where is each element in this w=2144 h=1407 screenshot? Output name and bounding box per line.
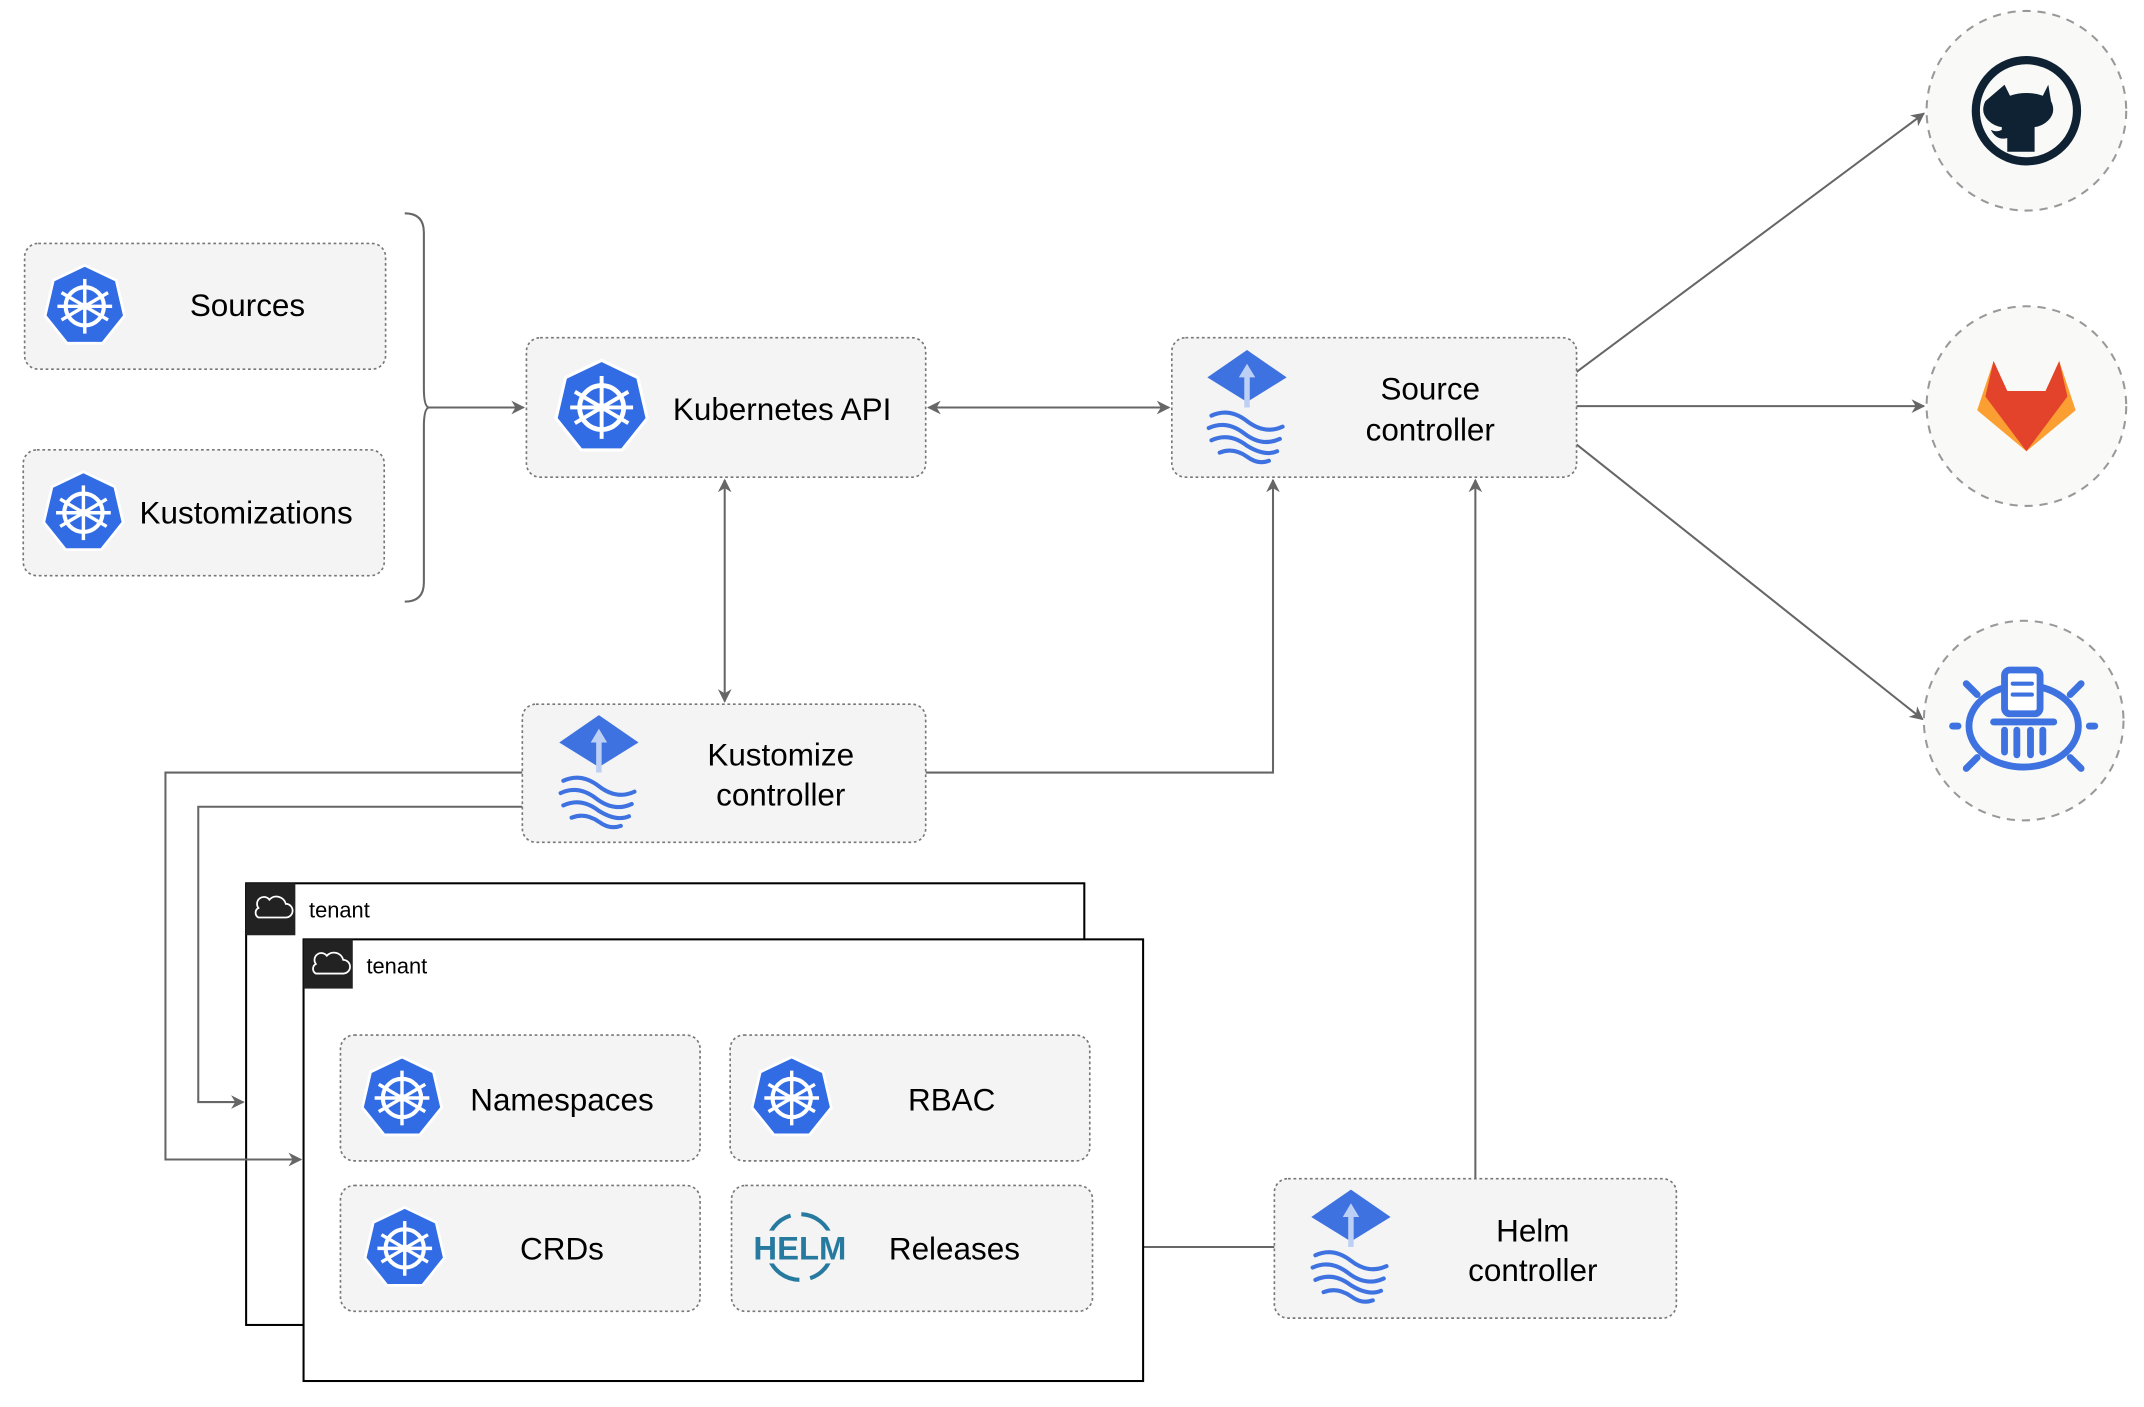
- sources-label: Sources: [190, 288, 305, 323]
- cloud-icon: [254, 895, 294, 919]
- brace-connector: [404, 212, 430, 603]
- arrow-source-to-github: [1575, 112, 1925, 373]
- source-controller-node[interactable]: Source controller: [1170, 336, 1578, 479]
- bucket-node[interactable]: [1922, 619, 2125, 822]
- helm-controller-node[interactable]: Helm controller: [1273, 1177, 1678, 1319]
- helm-controller-label: Helm: [1496, 1214, 1569, 1249]
- gitlab-icon: [1977, 360, 2076, 452]
- helm-controller-label: controller: [1468, 1253, 1597, 1288]
- github-node[interactable]: [1925, 9, 2128, 212]
- kustomizations-node[interactable]: Kustomizations: [22, 449, 386, 577]
- svg-text:HELM: HELM: [753, 1229, 846, 1266]
- namespaces-node[interactable]: Namespaces: [339, 1034, 701, 1162]
- cloud-icon: [312, 951, 351, 975]
- namespaces-label: Namespaces: [470, 1082, 653, 1117]
- tenant-label: tenant: [309, 897, 370, 922]
- sources-node[interactable]: Sources: [23, 242, 387, 371]
- helm-icon: HELM: [753, 1212, 847, 1282]
- kustomizations-label: Kustomizations: [140, 496, 353, 531]
- gitlab-node[interactable]: [1925, 305, 2128, 507]
- bucket-icon: [1949, 666, 2099, 772]
- rbac-label: RBAC: [908, 1082, 995, 1117]
- arrow-kustomize-to-source-controller: [925, 478, 1280, 774]
- tenant-label: tenant: [366, 954, 427, 979]
- source-controller-label: controller: [1366, 412, 1495, 447]
- kustomize-controller-label: controller: [716, 777, 845, 812]
- releases-node[interactable]: HELM Releases: [730, 1184, 1094, 1313]
- source-controller-label: Source: [1380, 371, 1480, 406]
- arrow-kustomize-to-tenant-back: [197, 805, 523, 1109]
- crds-label: CRDs: [520, 1231, 604, 1266]
- arrow-source-to-bucket: [1575, 443, 1924, 721]
- kubernetes-api-node[interactable]: Kubernetes API: [525, 336, 927, 479]
- kubernetes-api-label: Kubernetes API: [673, 392, 891, 427]
- kustomize-controller-label: Kustomize: [707, 738, 854, 773]
- rbac-node[interactable]: RBAC: [729, 1034, 1091, 1162]
- arrow-kustomize-to-tenant-front: [164, 771, 523, 1167]
- github-icon: [1971, 56, 2082, 166]
- releases-label: Releases: [889, 1231, 1020, 1266]
- kustomize-controller-node[interactable]: Kustomize controller: [521, 703, 927, 844]
- crds-node[interactable]: CRDs: [339, 1184, 701, 1313]
